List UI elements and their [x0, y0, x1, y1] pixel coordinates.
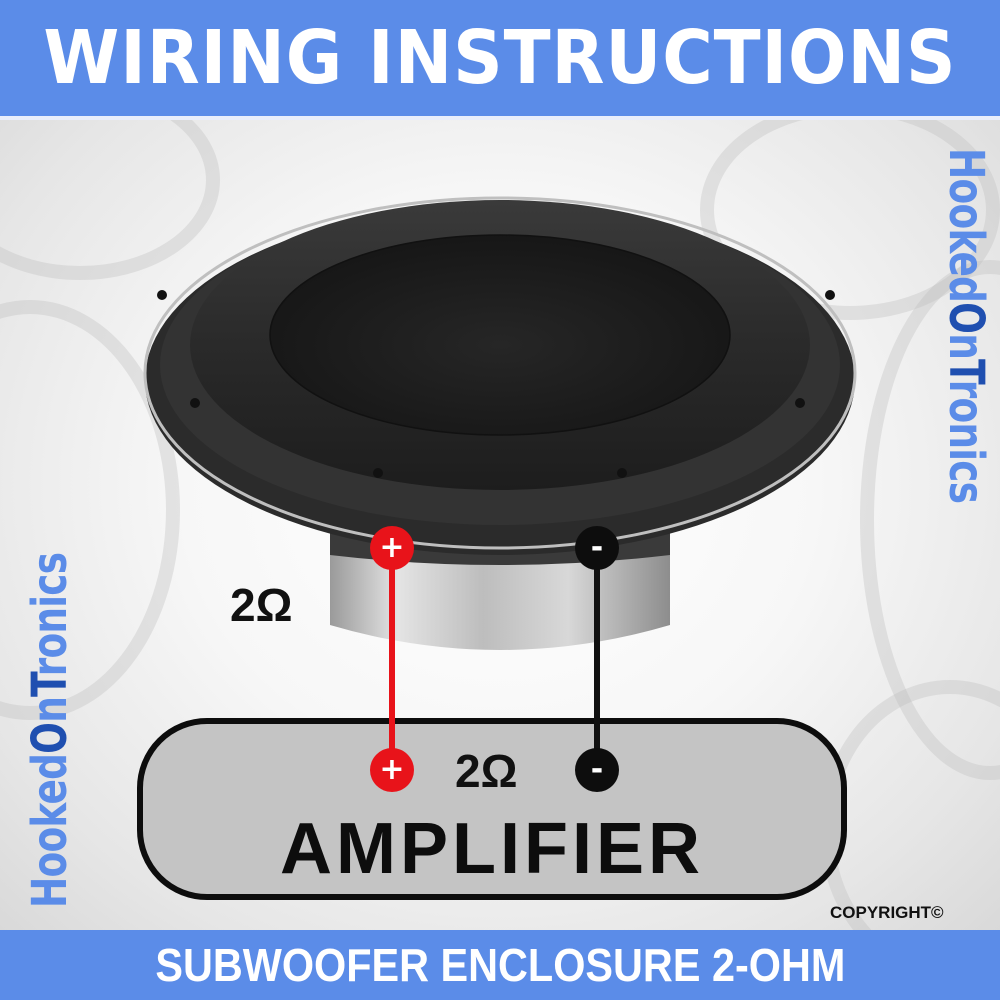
cone: [270, 235, 730, 435]
brand-watermark-right: HookedOnTronics: [938, 148, 994, 504]
footer-banner: SUBWOOFER ENCLOSURE 2-OHM: [0, 930, 1000, 1000]
negative-wire: [594, 548, 600, 770]
amplifier-positive-terminal-icon: +: [370, 748, 414, 792]
header-banner: WIRING INSTRUCTIONS: [0, 0, 1000, 120]
background-ghost-speaker: [820, 680, 1000, 930]
speaker-positive-terminal-icon: +: [370, 526, 414, 570]
footer-title: SUBWOOFER ENCLOSURE 2-OHM: [154, 939, 846, 991]
positive-wire: [389, 548, 395, 770]
page-title: WIRING INSTRUCTIONS: [43, 15, 957, 101]
amplifier-negative-terminal-icon: -: [575, 748, 619, 792]
copyright-notice: COPYRIGHT©: [830, 903, 944, 922]
speaker-negative-terminal-icon: -: [575, 526, 619, 570]
amplifier-box: [137, 718, 847, 900]
amplifier-label: AMPLIFIER: [280, 809, 704, 889]
subwoofer-illustration: [143, 196, 857, 650]
amplifier-impedance-label: 2Ω: [455, 745, 518, 797]
speaker-impedance-label: 2Ω: [230, 579, 293, 631]
brand-watermark-left: HookedOnTronics: [22, 552, 78, 908]
